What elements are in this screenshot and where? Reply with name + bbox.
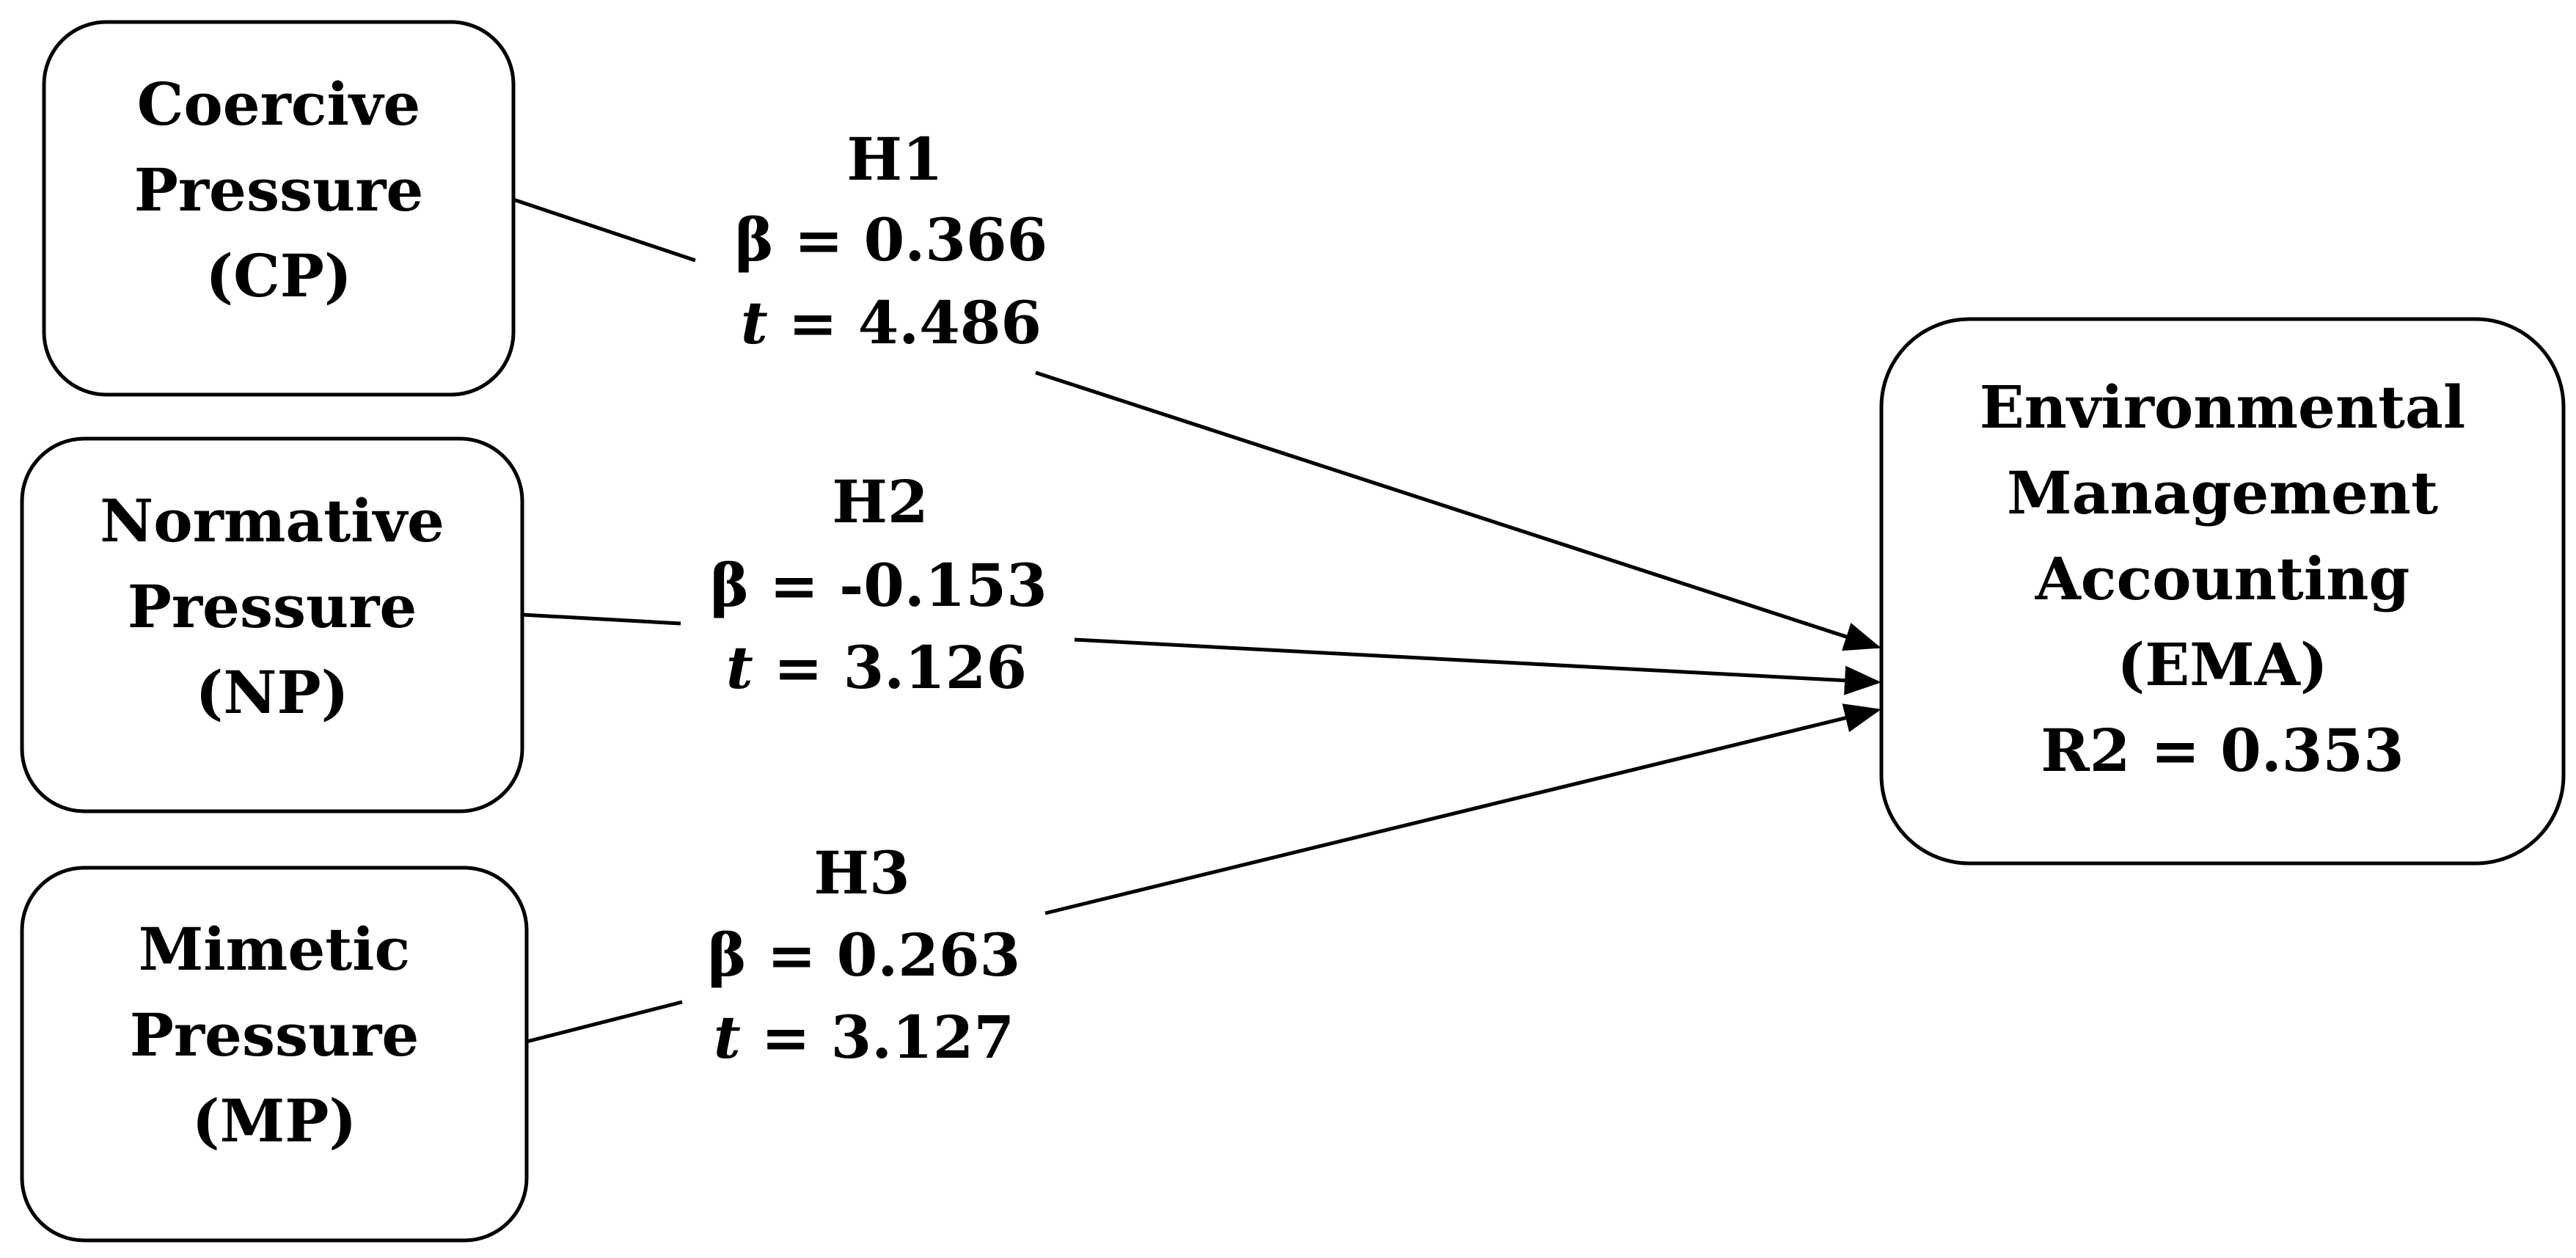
node-label-line: Mimetic [139, 915, 411, 984]
node-label-line: Pressure [130, 1001, 420, 1069]
hypothesis-label: H2 [832, 467, 928, 536]
node-label-line: Pressure [134, 156, 424, 224]
node-coercive-pressure: Coercive Pressure (CP) [42, 20, 516, 397]
t-statistic-label: t = 3.127 [714, 1003, 1014, 1072]
beta-label: β = -0.153 [710, 551, 1047, 620]
node-label-line: Pressure [128, 572, 417, 641]
node-label-line: Environmental [1980, 373, 2466, 442]
node-box [20, 436, 524, 813]
node-environmental-management-accounting: Environmental Management Accounting (EMA… [1879, 317, 2566, 866]
hypothesis-label: H1 [846, 125, 943, 194]
r-squared-label: R2 = 0.353 [2041, 716, 2404, 785]
node-box [42, 20, 516, 397]
t-value: = 3.126 [753, 633, 1027, 702]
node-label-line: Normative [100, 486, 444, 555]
path-label-h2: H2 β = -0.153 t = 3.126 [710, 467, 1047, 702]
path-label-h3: H3 β = 0.263 t = 3.127 [708, 838, 1020, 1072]
t-statistic-label: t = 3.126 [726, 633, 1027, 702]
node-label-line: Coercive [137, 70, 421, 139]
node-label-line: (EMA) [2117, 630, 2327, 699]
hypothesis-label: H3 [813, 838, 910, 907]
edge-np-line [522, 612, 681, 626]
path-label-h1: H1 β = 0.366 t = 4.486 [735, 125, 1047, 357]
edge-h3-arrow [1044, 703, 1881, 915]
beta-label: β = 0.263 [708, 921, 1020, 990]
node-label-line: Management [2007, 458, 2438, 527]
node-mimetic-pressure: Mimetic Pressure (MP) [20, 866, 529, 1243]
node-normative-pressure: Normative Pressure (NP) [20, 436, 524, 813]
t-statistic-label: t = 4.486 [741, 288, 1042, 357]
edge-h1-arrow [1035, 370, 1881, 651]
edge-mp-line [526, 1000, 683, 1044]
t-value: = 4.486 [768, 288, 1042, 357]
node-label-line: Accounting [2035, 544, 2410, 613]
t-value: = 3.127 [741, 1003, 1014, 1072]
edge-cp-line [513, 197, 696, 263]
node-label-line: (CP) [205, 241, 352, 310]
node-label-line: (MP) [192, 1086, 356, 1155]
node-label-line: (NP) [196, 658, 349, 727]
node-box [20, 866, 529, 1243]
t-symbol: t [714, 1003, 741, 1072]
node-box [1879, 317, 2566, 866]
beta-label: β = 0.366 [735, 205, 1047, 274]
t-symbol: t [726, 633, 753, 702]
t-symbol: t [741, 288, 768, 357]
edge-h2-arrow [1074, 637, 1881, 695]
